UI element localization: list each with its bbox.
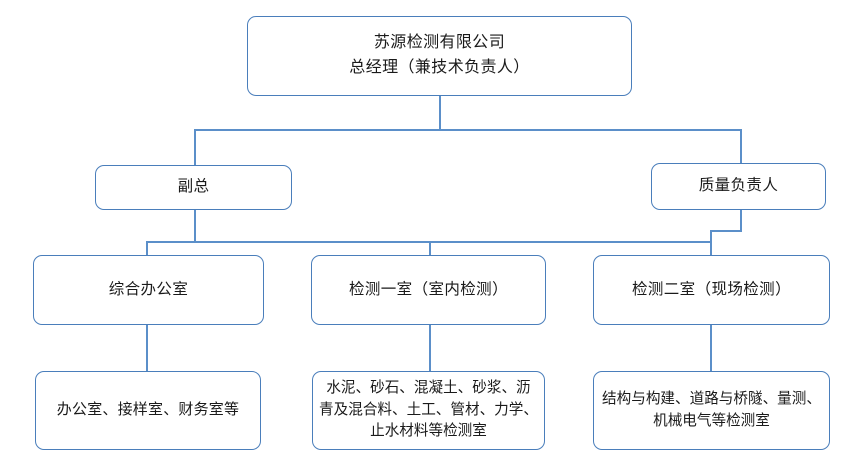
node-quality-manager[interactable]: 质量负责人 <box>651 163 826 210</box>
connector-to-quality <box>740 129 742 163</box>
connector-level2-bar <box>194 129 741 131</box>
connector-quality-stem <box>740 210 742 231</box>
node-deputy-general-manager[interactable]: 副总 <box>95 165 292 210</box>
node-lab-two-detail-line2: 机械电气等检测室 <box>653 412 770 429</box>
connector-root-stem <box>439 95 441 130</box>
node-root-line2: 总经理（兼技术负责人） <box>349 59 530 76</box>
connector-to-deputy <box>194 129 196 165</box>
node-lab-one-detail[interactable]: 水泥、砂石、混凝土、砂浆、沥 青及混合料、土工、管材、力学、 止水材料等检测室 <box>312 371 545 450</box>
connector-lab2-to-detail <box>710 325 712 371</box>
connector-to-lab2 <box>710 241 712 255</box>
node-quality-label: 质量负责人 <box>698 177 779 195</box>
connector-lab1-to-detail <box>429 325 431 371</box>
node-root-company[interactable]: 苏源检测有限公司 总经理（兼技术负责人） <box>247 16 632 96</box>
connector-quality-jog <box>710 230 742 232</box>
node-lab-one-detail-line1: 水泥、砂石、混凝土、砂浆、沥 <box>326 379 531 396</box>
node-lab-one[interactable]: 检测一室（室内检测） <box>311 255 546 325</box>
connector-quality-jog-drop <box>710 230 712 242</box>
node-lab-two-detail-line1: 结构与构建、道路与桥隧、量测、 <box>602 390 821 407</box>
node-lab-two[interactable]: 检测二室（现场检测） <box>593 255 830 325</box>
connector-level3-bar <box>146 241 711 243</box>
node-general-office-label: 综合办公室 <box>108 280 189 298</box>
node-general-office-detail-line1: 办公室、接样室、财务室等 <box>56 402 240 419</box>
node-lab-one-detail-line2: 青及混合料、土工、管材、力学、 <box>319 401 538 418</box>
node-deputy-label: 副总 <box>177 178 210 196</box>
node-lab-one-detail-line3: 止水材料等检测室 <box>370 423 487 440</box>
node-lab-two-label: 检测二室（现场检测） <box>631 280 791 298</box>
connector-office-to-detail <box>146 325 148 371</box>
node-general-office[interactable]: 综合办公室 <box>33 255 264 325</box>
node-root-line1: 苏源检测有限公司 <box>373 34 506 52</box>
node-lab-two-detail[interactable]: 结构与构建、道路与桥隧、量测、 机械电气等检测室 <box>593 371 830 450</box>
connector-to-office <box>146 241 148 255</box>
connector-to-lab1 <box>429 241 431 255</box>
connector-deputy-stem <box>194 210 196 242</box>
node-lab-one-label: 检测一室（室内检测） <box>348 280 508 298</box>
node-general-office-detail[interactable]: 办公室、接样室、财务室等 <box>35 371 261 450</box>
